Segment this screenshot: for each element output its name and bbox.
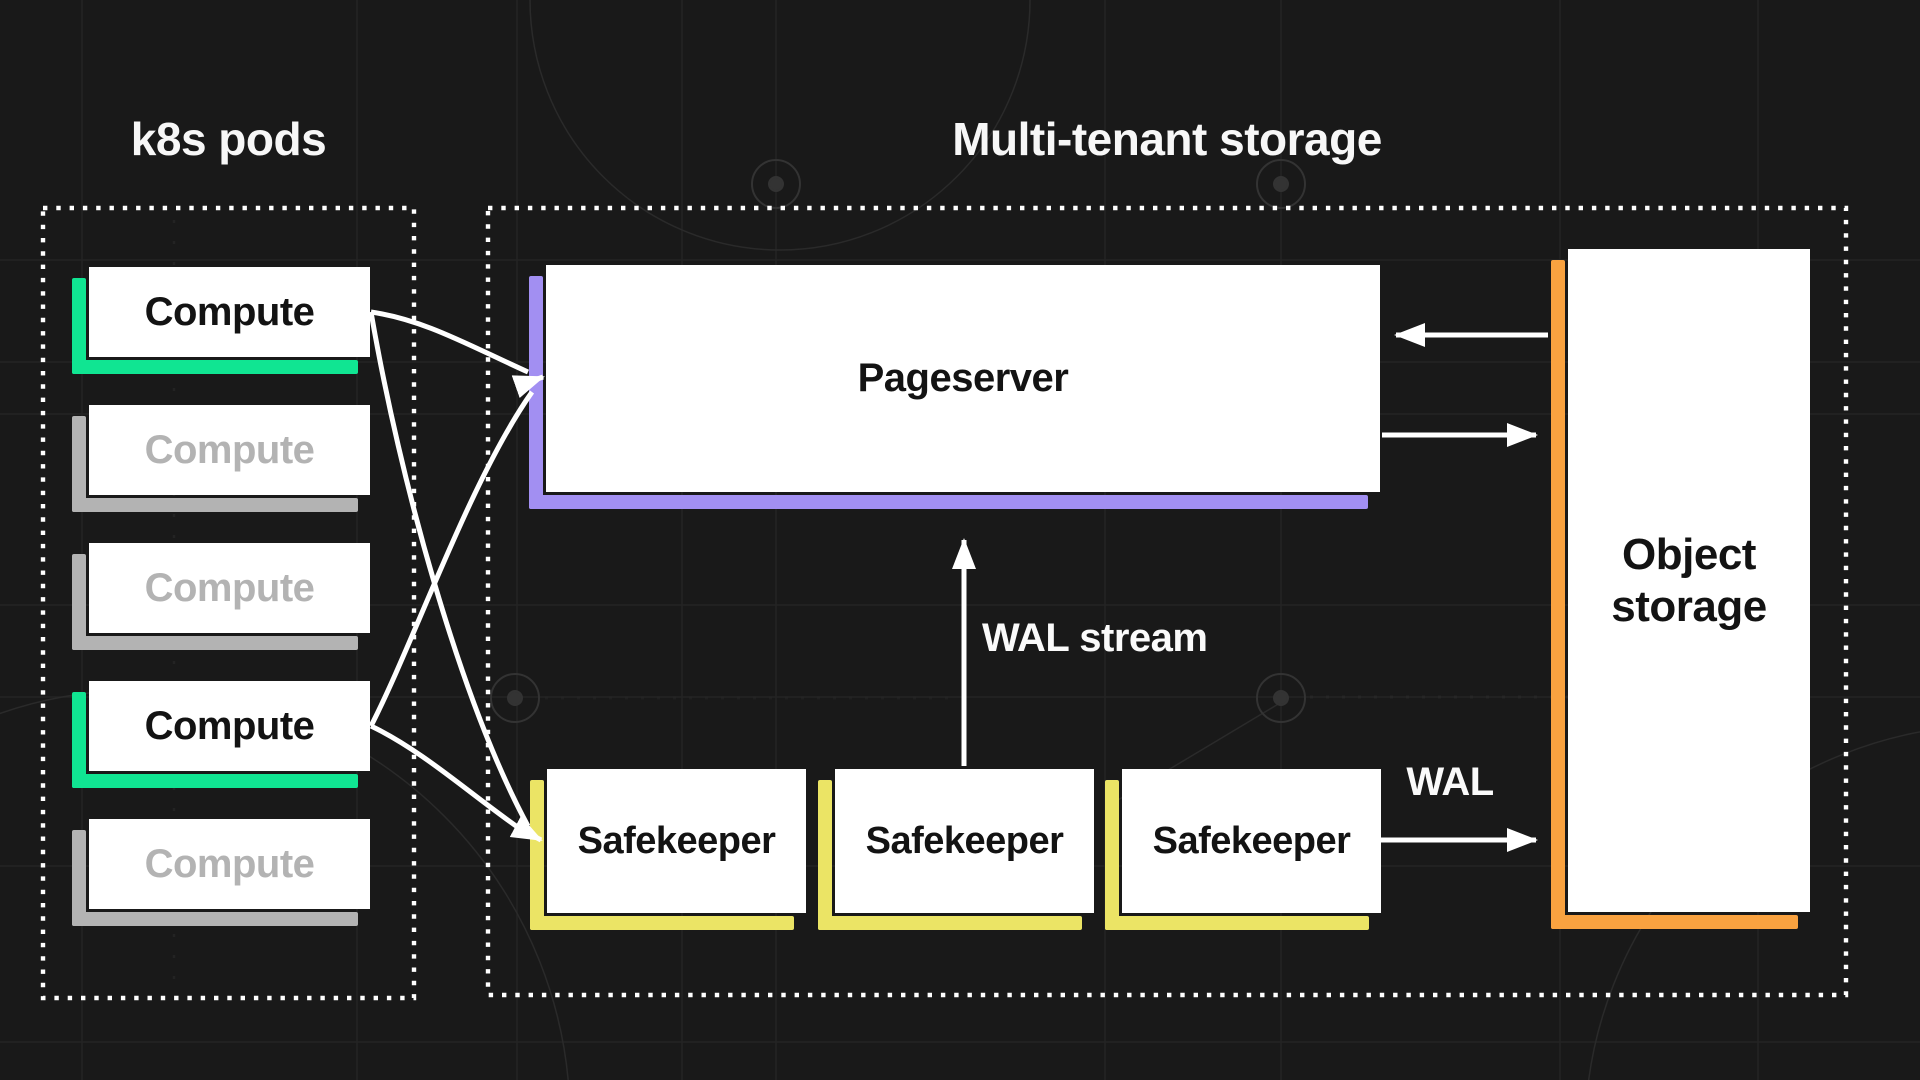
safekeeper-accent xyxy=(530,916,794,930)
safekeeper-box: Safekeeper xyxy=(1105,769,1381,930)
compute-pod-box: Compute xyxy=(72,681,370,788)
compute-pod-label: Compute xyxy=(144,841,315,886)
object-storage-accent xyxy=(1551,260,1565,929)
pageserver-label: Pageserver xyxy=(857,356,1069,400)
arrow-compute1-to-safekeeper xyxy=(368,311,531,828)
compute-accent xyxy=(72,278,86,374)
compute-pod-box: Compute xyxy=(72,405,370,512)
arrow-compute1-to-pageserver xyxy=(370,309,530,375)
pageserver-accent xyxy=(529,276,543,509)
safekeeper-box: Safekeeper xyxy=(530,769,806,930)
wal-stream-label: WAL stream xyxy=(982,616,1208,660)
k8s-pods-title: k8s pods xyxy=(130,113,327,165)
compute-accent xyxy=(72,554,86,650)
safekeeper-accent xyxy=(1105,780,1119,930)
arrow-compute4-to-safekeeper xyxy=(369,723,528,836)
pageserver-box: Pageserver xyxy=(529,265,1380,509)
arrow-compute4-to-pageserver xyxy=(368,390,535,728)
compute-pod-box: Compute xyxy=(72,543,370,650)
safekeeper-accent xyxy=(530,780,544,930)
compute-pod-label: Compute xyxy=(144,427,315,472)
safekeeper-accent xyxy=(818,916,1082,930)
safekeeper-accent xyxy=(1105,916,1369,930)
compute-accent xyxy=(72,830,86,926)
safekeeper-label: Safekeeper xyxy=(865,819,1064,862)
compute-accent xyxy=(72,774,358,788)
object-storage-accent xyxy=(1551,915,1798,929)
compute-accent xyxy=(72,636,358,650)
multi-tenant-storage-title: Multi-tenant storage xyxy=(952,113,1382,165)
compute-pod-label: Compute xyxy=(144,565,315,610)
compute-accent xyxy=(72,498,358,512)
compute-accent xyxy=(72,416,86,512)
compute-pod-box: Compute xyxy=(72,819,370,926)
object-storage-label: Object storage xyxy=(1611,529,1767,631)
compute-accent xyxy=(72,912,358,926)
compute-pod-label: Compute xyxy=(144,703,315,748)
compute-accent xyxy=(72,692,86,788)
compute-pod-box: Compute xyxy=(72,267,370,374)
safekeeper-label: Safekeeper xyxy=(1152,819,1351,862)
safekeeper-label: Safekeeper xyxy=(577,819,776,862)
pageserver-accent xyxy=(529,495,1368,509)
compute-pod-label: Compute xyxy=(144,289,315,334)
wal-label: WAL xyxy=(1406,760,1494,804)
safekeeper-box: Safekeeper xyxy=(818,769,1094,930)
safekeeper-accent xyxy=(818,780,832,930)
compute-accent xyxy=(72,360,358,374)
object-storage-box: Object storage xyxy=(1551,249,1810,929)
